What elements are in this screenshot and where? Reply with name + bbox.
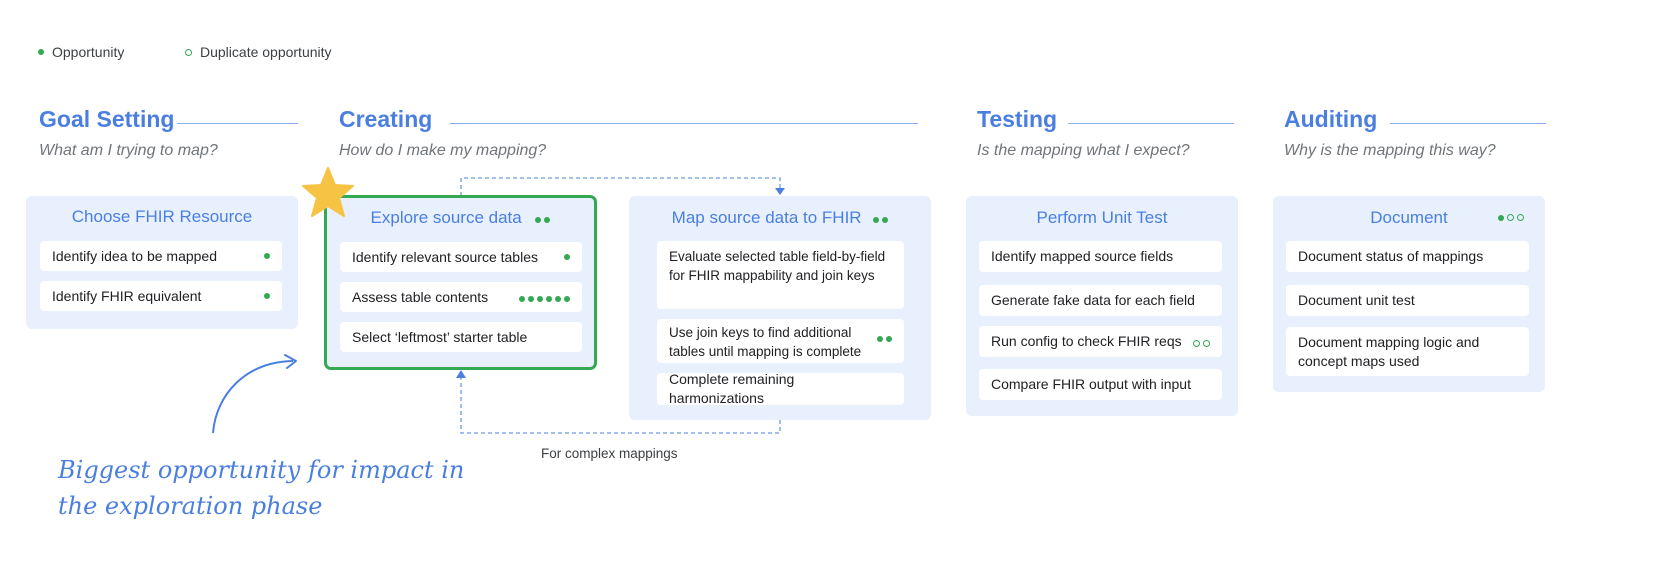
card-label: Identify FHIR equivalent: [52, 287, 202, 304]
duplicate-dots-icon: [1190, 334, 1210, 350]
card-select-starter-table: Select ‘leftmost’ starter table: [340, 322, 582, 352]
legend-duplicate-label: Duplicate opportunity: [200, 44, 332, 60]
card-label: Identify mapped source fields: [991, 248, 1174, 264]
card-evaluate-selected-table: Evaluate selected table field-by-field f…: [657, 241, 904, 309]
loop-label: For complex mappings: [541, 446, 678, 461]
phase-title-goal: Goal Setting: [39, 106, 175, 132]
dashed-connector-bottom: [460, 377, 781, 434]
card-label: Run config to check FHIR reqs: [991, 333, 1182, 349]
panel-title-unit-test: Perform Unit Test: [1036, 208, 1168, 227]
opportunity-dots-icon: [870, 208, 889, 227]
card-label: Complete remaining harmonizations: [669, 371, 795, 406]
panel-title-explore-text: Explore source data: [370, 208, 522, 227]
legend-opportunity: Opportunity: [38, 44, 124, 60]
opportunity-dot-icon: [38, 49, 44, 55]
card-identify-fhir-equivalent: Identify FHIR equivalent: [40, 281, 282, 311]
legend-duplicate: Duplicate opportunity: [185, 44, 332, 60]
card-label: Document status of mappings: [1298, 248, 1484, 264]
phase-title-creating: Creating: [339, 106, 433, 132]
panel-title-document: Document: [1370, 208, 1448, 227]
card-label: Assess table contents: [352, 288, 489, 305]
panel-explore-source-data: Explore source data Identify relevant so…: [324, 195, 597, 370]
card-document-unit-test: Document unit test: [1286, 285, 1529, 316]
phase-divider-goal: [177, 123, 298, 124]
callout-arrowhead-icon: [284, 354, 297, 369]
card-identify-mapped-fields: Identify mapped source fields: [979, 241, 1222, 272]
opportunity-dots-icon: [874, 329, 892, 345]
panel-map-source-data: Map source data to FHIR Evaluate selecte…: [629, 196, 931, 420]
phase-subtitle-auditing: Why is the mapping this way?: [1284, 142, 1496, 159]
card-label: Use join keys to find additional tables …: [669, 325, 862, 359]
phase-subtitle-creating: How do I make my mapping?: [339, 142, 547, 159]
card-identify-idea: Identify idea to be mapped: [40, 241, 282, 271]
opportunity-dot-icon: [264, 253, 270, 259]
arrowhead-up-icon: [456, 370, 466, 378]
opportunity-dot-icon: [264, 293, 270, 299]
card-document-mapping-logic: Document mapping logic and concept maps …: [1286, 327, 1529, 376]
card-label: Document mapping logic and concept maps …: [1298, 333, 1480, 369]
card-complete-harmonizations: Complete remaining harmonizations: [657, 371, 904, 406]
opportunity-dots-icon: [532, 208, 551, 227]
card-identify-relevant-tables: Identify relevant source tables: [340, 242, 582, 272]
phase-divider-auditing: [1390, 123, 1546, 124]
card-assess-table-contents: Assess table contents: [340, 282, 582, 312]
panel-document: Document Document status of mappings Doc…: [1273, 196, 1545, 392]
callout-line-1: Biggest opportunity for impact in: [58, 456, 465, 484]
callout-note: Biggest opportunity for impact in the ex…: [58, 452, 464, 524]
panel-choose-fhir-resource: Choose FHIR Resource Identify idea to be…: [26, 196, 298, 329]
card-label: Identify relevant source tables: [352, 248, 538, 265]
duplicate-dot-icon: [185, 48, 192, 56]
opportunity-dot-icon: [564, 254, 570, 260]
panel-title-map: Map source data to FHIR: [629, 208, 931, 228]
card-run-config: Run config to check FHIR reqs: [979, 326, 1222, 357]
dashed-connector-top: [460, 177, 781, 196]
callout-line-2: the exploration phase: [58, 492, 323, 520]
panel-title-explore: Explore source data: [327, 208, 594, 228]
callout-arrow: [212, 360, 294, 434]
card-label: Evaluate selected table field-by-field f…: [669, 249, 886, 283]
panel-title-map-text: Map source data to FHIR: [671, 208, 862, 227]
card-document-status: Document status of mappings: [1286, 241, 1529, 272]
arrowhead-down-icon: [775, 188, 785, 195]
phase-divider-testing: [1068, 123, 1234, 124]
phase-divider-creating: [450, 123, 918, 124]
panel-perform-unit-test: Perform Unit Test Identify mapped source…: [966, 196, 1238, 416]
legend-opportunity-label: Opportunity: [52, 44, 125, 60]
opportunity-dots-icon: [516, 289, 570, 305]
star-icon: [302, 167, 354, 217]
phase-subtitle-goal: What am I trying to map?: [39, 142, 218, 159]
card-compare-output: Compare FHIR output with input: [979, 369, 1222, 400]
opportunity-dots-icon: [1495, 214, 1524, 221]
card-generate-fake-data: Generate fake data for each field: [979, 285, 1222, 316]
phase-subtitle-testing: Is the mapping what I expect?: [977, 142, 1190, 159]
phase-title-testing: Testing: [977, 106, 1058, 132]
phase-title-auditing: Auditing: [1284, 106, 1378, 132]
panel-title-choose: Choose FHIR Resource: [71, 207, 253, 226]
card-label: Identify idea to be mapped: [52, 247, 218, 264]
card-use-join-keys: Use join keys to find additional tables …: [657, 319, 904, 363]
card-label: Compare FHIR output with input: [991, 376, 1191, 392]
card-label: Generate fake data for each field: [991, 292, 1195, 308]
card-label: Select ‘leftmost’ starter table: [352, 328, 528, 345]
card-label: Document unit test: [1298, 292, 1415, 308]
